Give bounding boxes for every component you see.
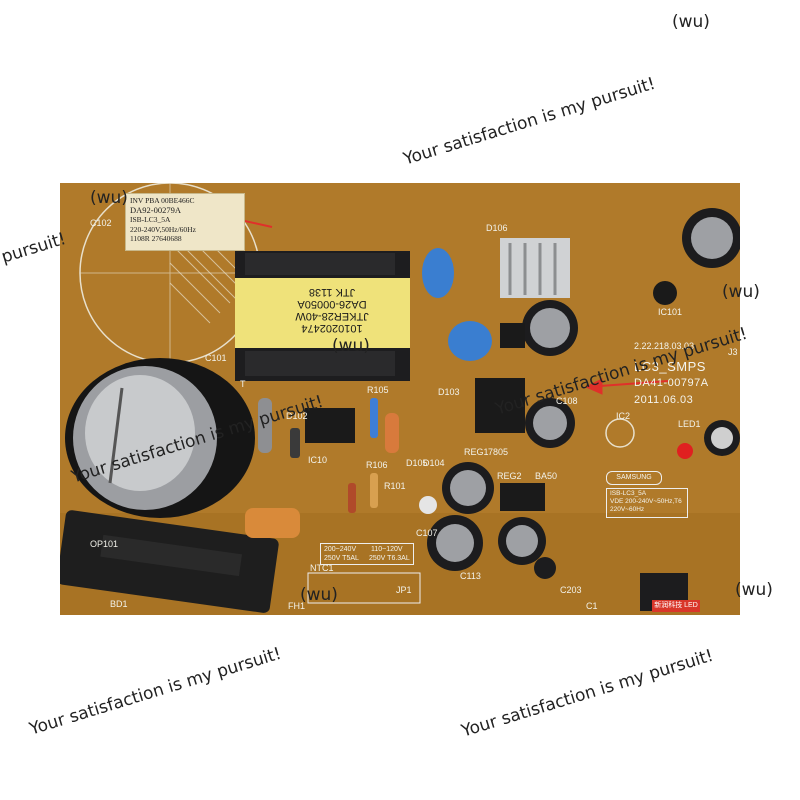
pwm-ic: [305, 408, 355, 443]
watermark-text: (wu): [90, 188, 128, 208]
ref-label: R106: [366, 460, 388, 470]
resistor: [370, 398, 378, 438]
sticker-line: DA92-00279A: [130, 204, 181, 215]
ref-label: D102: [286, 411, 308, 421]
transformer: [235, 251, 410, 381]
sticker-line: 1108R 27640688: [130, 234, 182, 243]
ref-label: C107: [416, 528, 438, 538]
diode: [290, 428, 300, 458]
watermark-text: Your satisfaction is my pursuit!: [27, 643, 284, 740]
blue-capacitor: [422, 248, 454, 298]
board-name: LC3_SMPS: [634, 359, 706, 374]
resistor: [370, 473, 378, 508]
transformer-line: JTK 1138: [308, 286, 356, 298]
watermark-text: (wu): [722, 282, 760, 302]
fuse-rating: 250V T5AL: [324, 555, 359, 562]
bridge-chip: [500, 323, 525, 348]
electrolytic-capacitor: [442, 462, 494, 514]
fuse-rating-box: 200~240V 250V T5AL 110~120V 250V T6.3AL: [320, 543, 414, 565]
ref-label: C1: [586, 601, 598, 611]
watermark-text: Your satisfaction is my pursuit!: [459, 645, 716, 742]
ref-label: D106: [486, 223, 508, 233]
ref-label: BA50: [535, 471, 558, 481]
ref-label: T: [240, 379, 246, 389]
ref-label: REG2: [497, 471, 522, 481]
regulator: [500, 483, 545, 511]
electrolytic-capacitor: [525, 398, 575, 448]
capacitor-small: [419, 496, 437, 514]
ref-label: IC101: [658, 307, 683, 317]
ref-label: D105: [406, 458, 428, 468]
ref-label: D104: [423, 458, 445, 468]
transformer-line: 1010202474: [301, 322, 363, 334]
transistor: [653, 281, 677, 305]
red-sticker: 新润科技 LED: [652, 600, 700, 612]
heatsink: [500, 238, 570, 298]
ref-label: C113: [460, 571, 481, 581]
electrolytic-capacitor: [427, 515, 483, 571]
led: [677, 443, 693, 459]
ref-label: LED1: [678, 419, 701, 429]
ref-label: C102: [90, 218, 112, 228]
watermark-text: (wu): [735, 580, 773, 600]
watermark-text: (wu): [300, 585, 338, 605]
brand-logo: SAMSUNG: [606, 471, 662, 485]
spec-line: 220V~60Hz: [610, 506, 645, 513]
sticker-line: 220-240V,50Hz/60Hz: [130, 224, 196, 234]
resistor: [385, 413, 399, 453]
spec-line: VDE 200-240V~50Hz,T6: [610, 498, 682, 505]
board-version: 2.22.218.03.03: [634, 341, 695, 351]
ref-label: IC2: [616, 411, 631, 421]
sticker-line: INV PBA 00BE466C: [130, 196, 195, 205]
ref-label: C203: [560, 585, 582, 595]
spec-title: ISB-LC3_5A: [610, 490, 647, 497]
fuse-rating: 200~240V: [324, 546, 357, 553]
diode: [348, 483, 356, 513]
ref-label: D103: [438, 387, 460, 397]
fuse-rating: 110~120V: [371, 546, 403, 553]
bulk-capacitor: [65, 358, 255, 518]
ref-label: J3: [728, 347, 738, 357]
watermark-text: Your satisfaction is my pursuit!: [401, 73, 658, 170]
ref-label: REG1: [464, 447, 489, 457]
transformer-line: DA26-00050A: [297, 298, 367, 310]
board-part-number: DA41-00797A: [634, 377, 709, 389]
spec-box: ISB-LC3_5A VDE 200-240V~50Hz,T6 220V~60H…: [606, 488, 688, 518]
sticker-line: ISB-LC3_5A: [130, 215, 171, 224]
watermark-text: (wu): [332, 336, 370, 356]
film-capacitor: [245, 508, 300, 538]
blue-capacitor: [448, 321, 492, 361]
ref-label: BD1: [110, 599, 128, 609]
watermark-text: (wu): [672, 12, 710, 32]
pcb-board: C102 C101 T D102 IC10 R105 R106 R101 D10…: [60, 183, 740, 615]
ref-label: FH1: [288, 601, 306, 611]
fuse-rating: 250V T6.3AL: [369, 555, 410, 562]
watermark-text: pursuit!: [0, 229, 69, 268]
capacitor-small: [534, 557, 556, 579]
part-sticker: INV PBA 00BE466C DA92-00279A ISB-LC3_5A …: [125, 193, 245, 251]
ref-label: 7805: [488, 447, 509, 457]
transformer-label: 1010202474 JTKER28-40W DA26-00050A JTK 1…: [262, 286, 402, 334]
board-date: 2011.06.03: [634, 394, 694, 406]
ref-label: R101: [384, 481, 406, 491]
mosfet: [475, 378, 525, 433]
transformer-line: JTKER28-40W: [295, 310, 369, 322]
ref-label: JP1: [396, 585, 412, 595]
ref-label: C101: [205, 353, 227, 363]
bridge-rectifier-heatsink: [60, 510, 279, 613]
electrolytic-capacitor: [682, 208, 740, 268]
resistor: [258, 398, 272, 453]
ref-label: R105: [367, 385, 389, 395]
ref-label: IC10: [308, 455, 328, 465]
ref-label: OP101: [90, 539, 119, 549]
electrolytic-capacitor: [704, 420, 740, 456]
electrolytic-capacitor: [498, 517, 546, 565]
electrolytic-capacitor: [522, 300, 578, 356]
pcb-drawing: [60, 183, 740, 615]
ref-label: C108: [556, 396, 578, 406]
ref-label: NTC1: [310, 563, 334, 573]
